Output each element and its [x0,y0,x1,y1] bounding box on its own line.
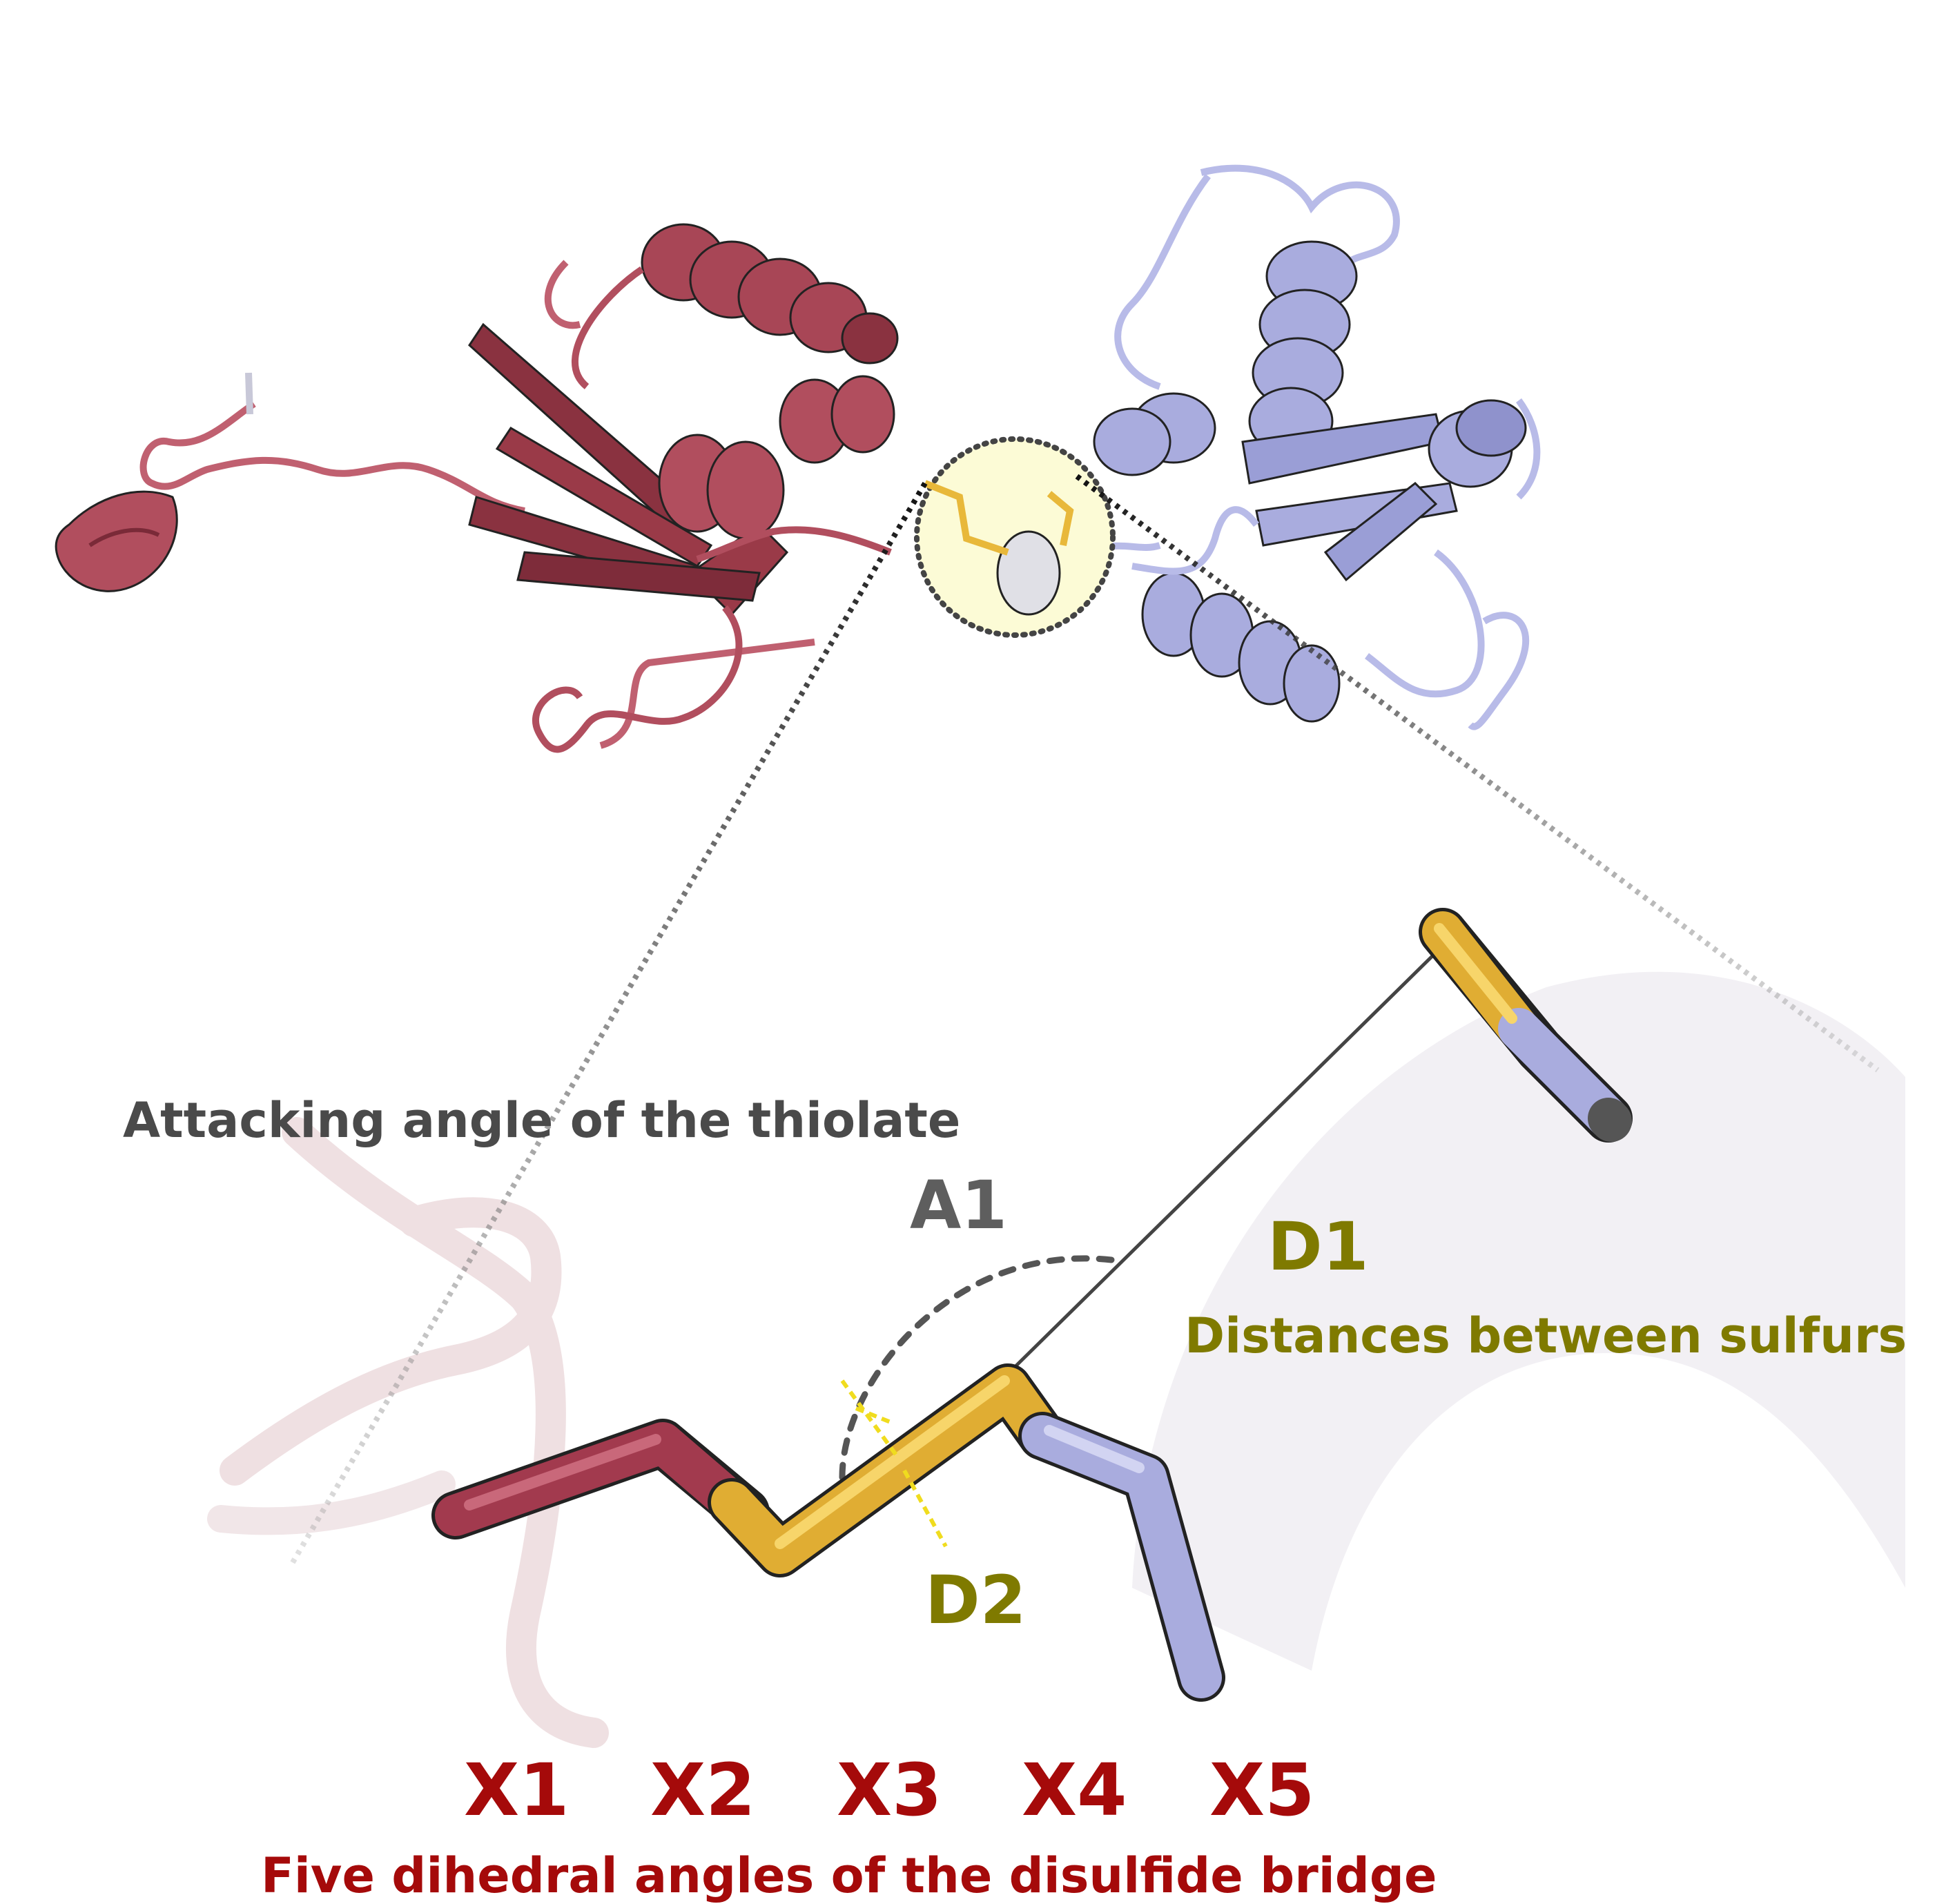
x5-label: X5 [1209,1748,1315,1832]
attack-angle-arc [839,1255,1115,1481]
attacking-angle-label: Attacking angle of the thiolate [123,1092,961,1149]
sulfur-bond-stick [708,1363,1067,1577]
right-protein-cartoon [1089,164,1541,730]
left-cysteine-stick [431,1419,770,1539]
d2-label: D2 [925,1562,1027,1639]
upper-cysteine-stick [1419,908,1633,1143]
x3-label: X3 [837,1748,942,1832]
right-cysteine-stick [1018,1412,1225,1702]
d2-dashed-markers [840,1379,948,1548]
a1-label: A1 [910,1167,1008,1244]
disulfide-bridge-sticks [431,908,1633,1702]
distances-label: Distances between sulfurs [1185,1308,1907,1364]
d1-label: D1 [1267,1208,1369,1285]
sulfur-distance-line [1006,944,1444,1375]
x4-label: X4 [1022,1748,1127,1832]
left-protein-cartoon [55,223,899,753]
disulfide-highlight [914,436,1116,638]
ghost-background-cartoon [207,971,1905,1748]
x2-label: X2 [650,1748,756,1832]
dihedral-angles-label: Five dihedral angles of the disulfide br… [261,1847,1437,1904]
x1-label: X1 [464,1748,570,1832]
zoom-connectors [287,474,1880,1569]
